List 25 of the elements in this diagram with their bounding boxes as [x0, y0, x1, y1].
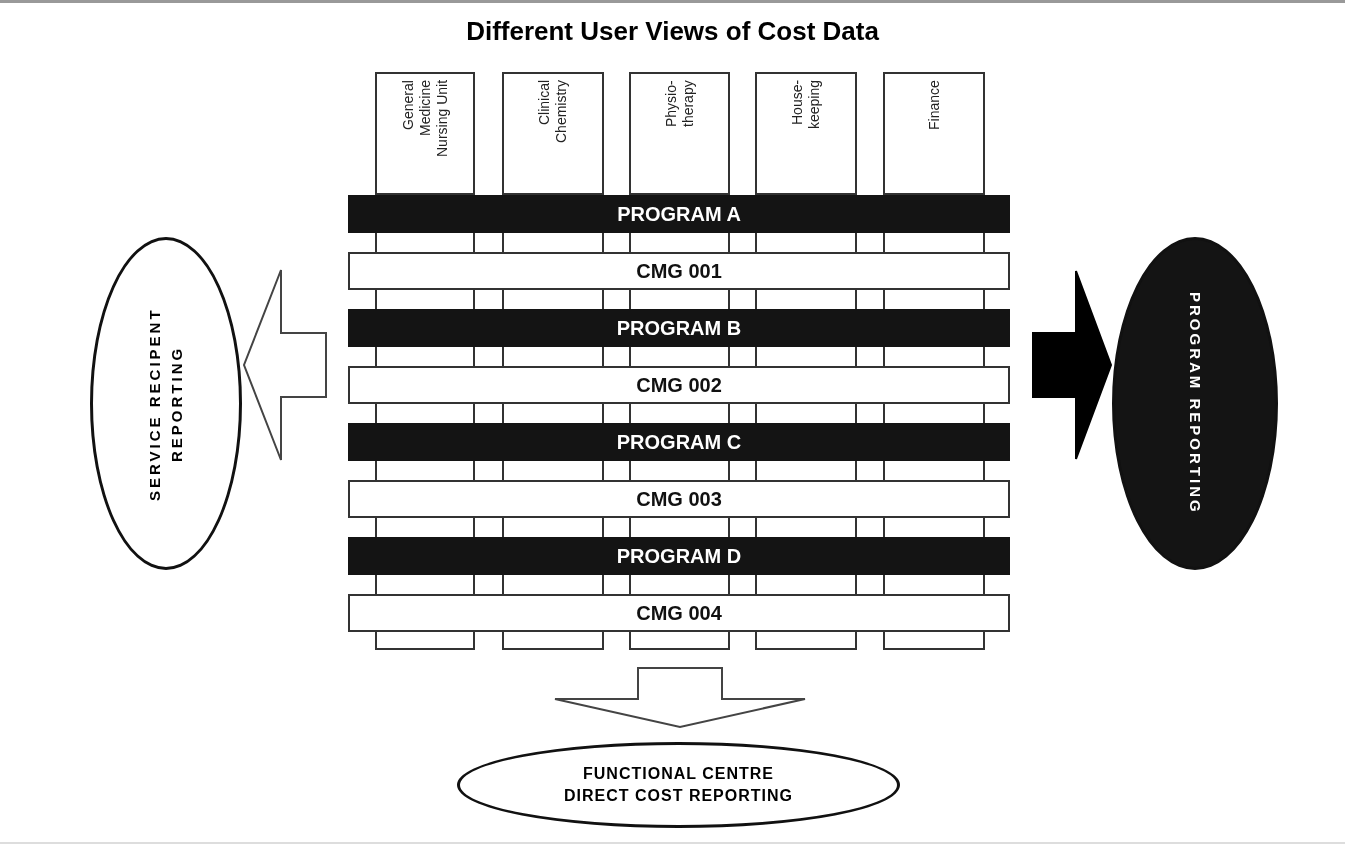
program-band: PROGRAM C [348, 423, 1010, 461]
ellipse-label: FUNCTIONAL CENTRE DIRECT COST REPORTING [563, 764, 794, 806]
column-box [502, 72, 604, 195]
program-band: PROGRAM D [348, 537, 1010, 575]
column-box [629, 72, 730, 195]
cmg-band: CMG 003 [348, 480, 1010, 518]
cmg-band: CMG 004 [348, 594, 1010, 632]
block-arrow [242, 269, 327, 461]
column-label: Clinical Chemistry [536, 80, 570, 145]
column-label: General Medicine Nursing Unit [399, 80, 451, 160]
block-arrow [1032, 270, 1113, 460]
diagram-title: Different User Views of Cost Data [466, 16, 879, 46]
program-band: PROGRAM B [348, 309, 1010, 347]
cmg-band: CMG 001 [348, 252, 1010, 290]
column-box [883, 72, 985, 195]
column-label: Physio-therapy [662, 80, 697, 129]
ellipse-label: SERVICE RECIPENT REPORTING [145, 305, 186, 503]
column-label: House-keeping [789, 80, 823, 132]
ellipse-label: PROGRAM REPORTING [1186, 291, 1205, 517]
column-box [375, 72, 475, 195]
column-label: Finance [925, 80, 943, 132]
column-box [755, 72, 857, 195]
block-arrow [554, 667, 806, 729]
program-band: PROGRAM A [348, 195, 1010, 233]
cmg-band: CMG 002 [348, 366, 1010, 404]
